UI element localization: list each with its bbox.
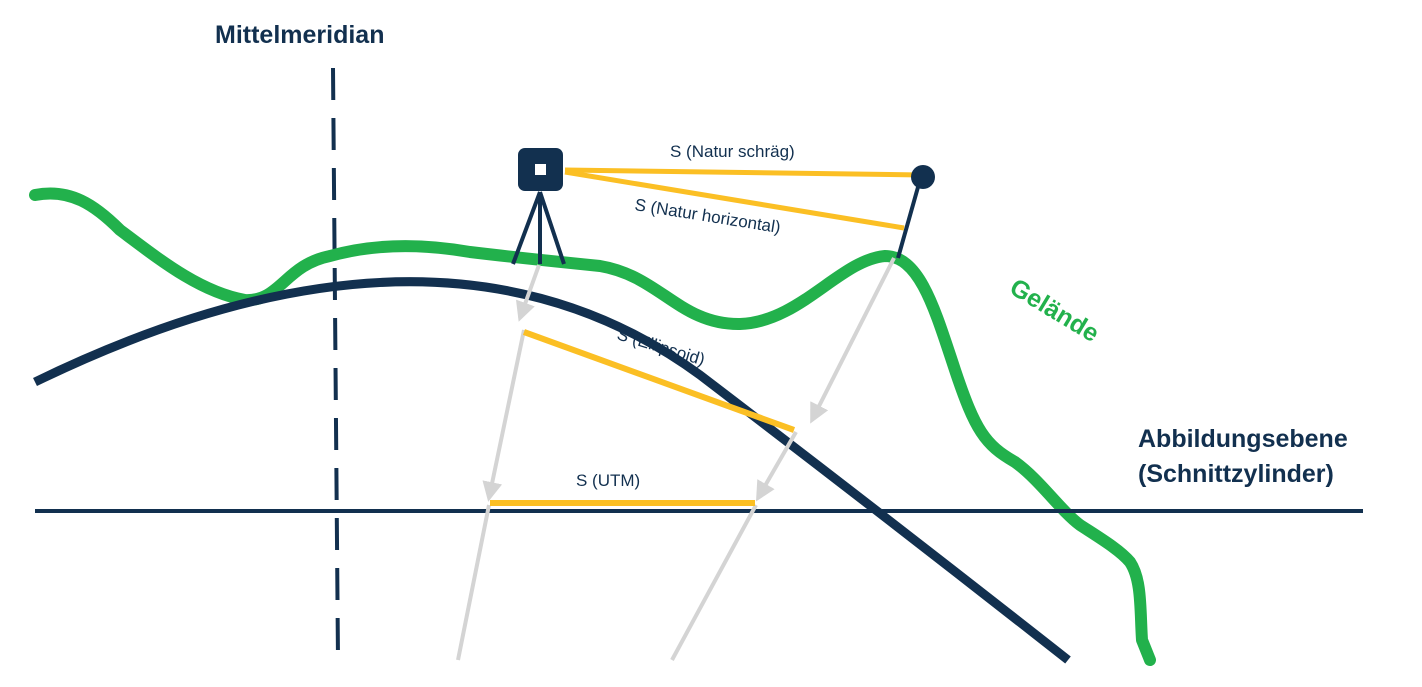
projection-ray-left-upper (515, 264, 541, 322)
schnittzylinder-label: (Schnittzylinder) (1138, 460, 1334, 488)
s-natur-horizontal-label: S (Natur horizontal) (633, 195, 782, 237)
s-natur-horizontal-line (564, 169, 905, 231)
s-utm-label: S (UTM) (576, 471, 640, 490)
projection-ray-right-tail (670, 504, 758, 661)
ellipsoid-arc (33, 277, 1071, 664)
gelaende-label: Gelände (1005, 273, 1104, 348)
s-ellipsoid-segment (522, 329, 796, 433)
mittelmeridian-label: Mittelmeridian (215, 21, 384, 49)
s-natur-schraeg-label: S (Natur schräg) (670, 142, 795, 161)
total-station-tripod-icon (511, 148, 566, 265)
projection-ray-left-lower (482, 329, 526, 502)
projection-ray-left-tail (456, 504, 491, 661)
mittelmeridian-line (331, 67, 340, 661)
projection-ray-right-upper (810, 257, 896, 424)
s-ellipsoid-label: S (Ellipsoid) (615, 325, 707, 370)
s-natur-schraeg-line (564, 167, 923, 178)
target-reflector-pole-icon (896, 165, 935, 259)
projection-ray-right-lower (756, 431, 798, 502)
abbildungsebene-label: Abbildungsebene (1138, 425, 1348, 453)
